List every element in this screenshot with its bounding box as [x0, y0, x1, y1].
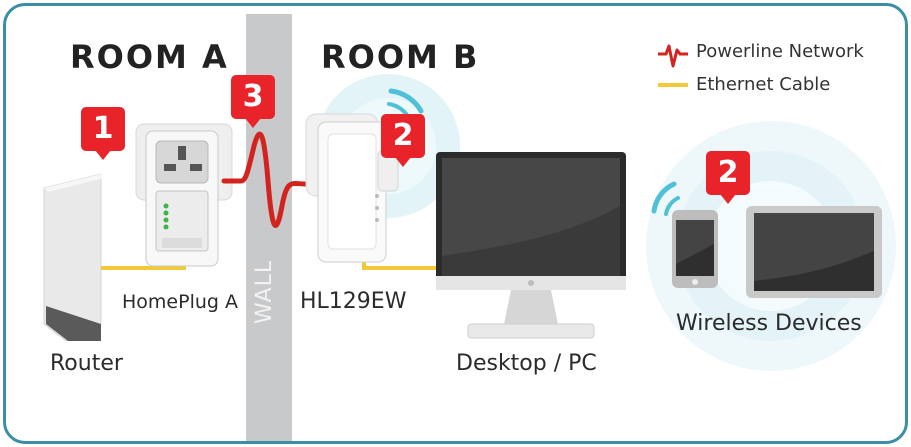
legend-powerline-icon — [658, 44, 688, 68]
router-label: Router — [50, 351, 123, 376]
hl129ew-label: HL129EW — [300, 289, 407, 314]
homeplug-label: HomePlug A — [122, 291, 238, 313]
desktop-monitor — [436, 152, 626, 339]
hl129ew-adapter — [305, 113, 399, 263]
legend-powerline-label: Powerline Network — [696, 41, 864, 62]
phone-device — [672, 210, 718, 288]
router-device — [43, 173, 104, 342]
wifi-arcs-adapter-b — [388, 88, 424, 114]
badge-step-3: 3 — [231, 75, 275, 128]
room-a-title: ROOM A — [70, 38, 229, 76]
room-b-title: ROOM B — [321, 38, 480, 76]
tablet-device — [746, 206, 882, 298]
wifi-arcs-devices — [651, 181, 677, 214]
badge-step-2-wireless: 2 — [706, 151, 750, 204]
badge-step-1: 1 — [81, 107, 125, 160]
powerline-signal — [221, 131, 319, 228]
desktop-label: Desktop / PC — [456, 351, 597, 376]
legend-ethernet-icon — [658, 83, 688, 87]
legend-ethernet-label: Ethernet Cable — [696, 74, 831, 95]
badge-step-2-adapter: 2 — [381, 114, 425, 167]
diagram-art — [43, 44, 896, 371]
wireless-devices-label: Wireless Devices — [676, 311, 862, 336]
diagram-frame: WALL — [3, 3, 908, 444]
homeplug-a-adapter — [135, 123, 233, 267]
